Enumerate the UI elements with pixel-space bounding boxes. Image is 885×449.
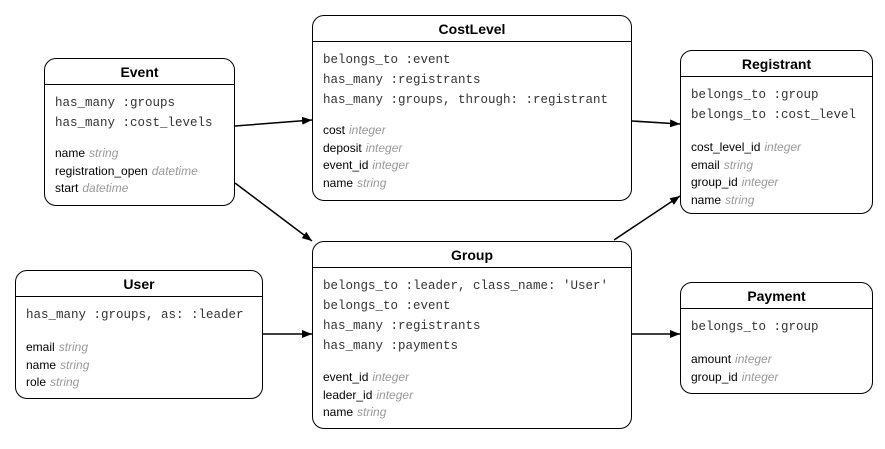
attribute-type: integer	[764, 140, 802, 154]
attribute-type: string	[357, 405, 387, 419]
associations-list: belongs_to :group	[681, 309, 872, 337]
attribute-type: integer	[376, 387, 414, 402]
association: has_many :groups, as: :leader	[26, 308, 244, 322]
attribute-name: deposit	[323, 140, 362, 155]
attribute-type: integer	[365, 140, 403, 155]
edge-event-group	[234, 182, 313, 242]
attribute-name: cost_level_id	[691, 140, 761, 154]
attribute-type: string	[725, 192, 755, 207]
attribute-name: group_id	[691, 175, 738, 189]
edge-event-costlevel	[234, 116, 313, 127]
attribute-name: cost	[323, 123, 346, 137]
entity-title: User	[16, 271, 262, 297]
attribute-name: email	[26, 340, 55, 354]
entity-user[interactable]: User has_many :groups, as: :leader email…	[15, 270, 263, 399]
attribute-type: integer	[349, 123, 386, 137]
entity-group[interactable]: Group belongs_to :leader, class_name: 'U…	[312, 241, 632, 429]
attribute-type: datetime	[82, 181, 129, 195]
association: belongs_to :leader, class_name: 'User'	[323, 279, 609, 293]
association: belongs_to :event	[323, 53, 451, 67]
association: belongs_to :group	[691, 320, 819, 334]
entity-costlevel[interactable]: CostLevel belongs_to :event has_many :re…	[312, 15, 632, 201]
entity-event[interactable]: Event has_many :groups has_many :cost_le…	[44, 58, 235, 206]
attribute-type: integer	[735, 352, 772, 366]
associations-list: belongs_to :leader, class_name: 'User' b…	[313, 268, 631, 356]
association: belongs_to :event	[323, 299, 451, 313]
attribute-name: name	[55, 146, 86, 160]
association: has_many :registrants	[323, 73, 481, 87]
entity-title: Payment	[681, 283, 872, 309]
associations-list: belongs_to :event has_many :registrants …	[313, 42, 631, 110]
association: has_many :registrants	[323, 319, 481, 333]
attribute-name: name	[323, 175, 354, 190]
entity-title: Event	[45, 59, 234, 85]
attribute-name: group_id	[691, 369, 738, 384]
entity-title: CostLevel	[313, 16, 631, 42]
edge-group-registrant	[613, 195, 681, 241]
entity-title: Group	[313, 242, 631, 268]
attribute-type: datetime	[151, 163, 198, 178]
attribute-name: start	[55, 181, 79, 195]
attribute-type: string	[357, 175, 387, 190]
attribute-type: string	[723, 157, 754, 172]
associations-list: belongs_to :group belongs_to :cost_level	[681, 77, 872, 125]
edge-costlevel-registrant	[631, 119, 681, 128]
associations-list: has_many :groups, as: :leader	[16, 297, 262, 325]
attribute-name: role	[26, 375, 47, 389]
attribute-name: name	[323, 405, 354, 419]
association: has_many :groups	[55, 96, 176, 110]
association: has_many :groups, through: :registrant	[323, 93, 609, 107]
association: has_many :payments	[323, 339, 459, 353]
attribute-name: event_id	[323, 158, 369, 172]
attribute-name: name	[26, 357, 57, 372]
attribute-type: integer	[372, 370, 410, 384]
association: belongs_to :group	[691, 88, 819, 102]
entity-title: Registrant	[681, 51, 872, 77]
associations-list: has_many :groups has_many :cost_levels	[45, 85, 234, 133]
attribute-type: integer	[741, 369, 779, 384]
attribute-type: integer	[741, 175, 779, 189]
attribute-name: leader_id	[323, 387, 373, 402]
attribute-name: name	[691, 192, 722, 207]
attribute-type: string	[50, 375, 80, 389]
attribute-type: string	[60, 357, 90, 372]
attribute-type: string	[89, 146, 119, 160]
attribute-name: registration_open	[55, 163, 148, 178]
attribute-type: integer	[372, 158, 410, 172]
attribute-name: event_id	[323, 370, 369, 384]
attribute-name: amount	[691, 352, 732, 366]
attribute-name: email	[691, 157, 720, 172]
entity-registrant[interactable]: Registrant belongs_to :group belongs_to …	[680, 50, 873, 214]
association: has_many :cost_levels	[55, 116, 213, 130]
attribute-type: string	[58, 340, 89, 354]
association: belongs_to :cost_level	[691, 108, 857, 122]
